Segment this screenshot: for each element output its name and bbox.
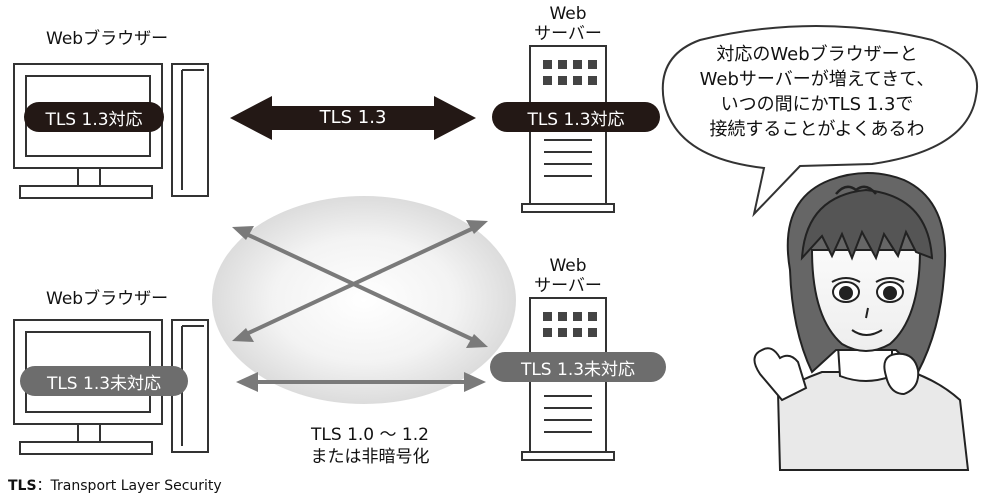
speech-bubble <box>661 25 978 218</box>
server-top-label: Web サーバー <box>526 4 610 45</box>
speech-line-3: いつの間にかTLS 1.3で <box>720 94 914 115</box>
browser-bottom-label: Webブラウザー <box>46 289 169 309</box>
footnote-abbr: TLS <box>8 478 37 494</box>
browser-top-tls-badge: TLS 1.3対応 <box>24 102 164 132</box>
server-top-tls-badge: TLS 1.3対応 <box>492 102 660 132</box>
legacy-arrow-label-line2: または非暗号化 <box>310 447 430 467</box>
browser-top-label: Webブラウザー <box>46 29 169 49</box>
footnote: TLS：Transport Layer Security <box>8 475 222 495</box>
footnote-text: ：Transport Layer Security <box>36 478 222 494</box>
server-bottom-label-line2: サーバー <box>534 276 602 297</box>
server-bottom-label-line1: Web <box>549 256 587 276</box>
legacy-arrow-label: TLS 1.0 〜 1.2 または非暗号化 <box>290 424 450 468</box>
server-top-label-line1: Web <box>549 4 587 24</box>
woman-illustration <box>753 172 970 471</box>
legacy-arrow-label-line1: TLS 1.0 〜 1.2 <box>311 425 429 445</box>
speech-line-4: 接続することがよくあるわ <box>709 119 925 140</box>
speech-bubble-text: 対応のWebブラウザーと Webサーバーが増えてきて、 いつの間にかTLS 1.… <box>686 42 948 142</box>
speech-line-2: Webサーバーが増えてきて、 <box>699 69 935 90</box>
server-top-label-line2: サーバー <box>534 24 602 45</box>
tls13-arrow <box>230 96 476 140</box>
server-bottom-tls-badge: TLS 1.3未対応 <box>490 352 666 382</box>
tls13-arrow-label: TLS 1.3 <box>319 107 387 128</box>
legacy-zone-ellipse <box>212 196 516 404</box>
server-bottom-label: Web サーバー <box>526 256 610 297</box>
browser-bottom-tls-badge: TLS 1.3未対応 <box>20 366 188 396</box>
legacy-arrows <box>232 220 488 392</box>
speech-line-1: 対応のWebブラウザーと <box>716 44 918 65</box>
